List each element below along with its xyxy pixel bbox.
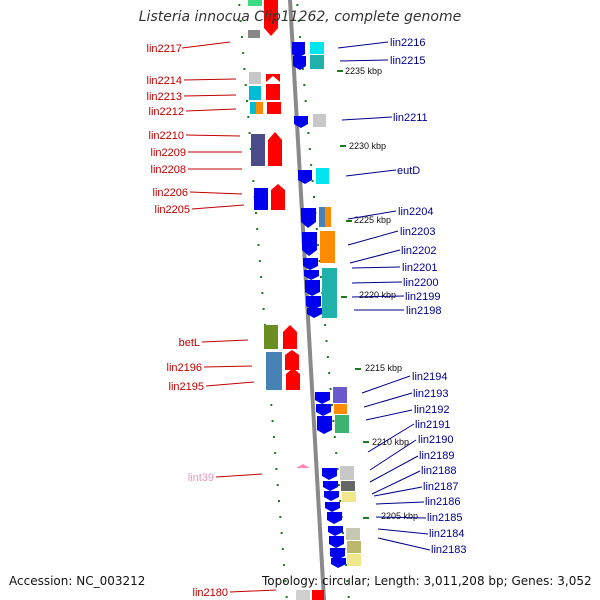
map-title: Listeria innocua Clip11262, complete gen… <box>138 9 462 25</box>
right-gene-label: lin2191 <box>415 419 450 431</box>
right-gene-label: lin2186 <box>425 496 460 508</box>
left-gene-label: lin2205 <box>155 204 190 216</box>
right-gene-label: lin2190 <box>418 434 453 446</box>
right-gene-label: lin2204 <box>398 206 433 218</box>
left-gene-label: lin2208 <box>151 164 186 176</box>
right-gene-label: lin2203 <box>400 226 435 238</box>
cds-arrows-minus <box>264 0 324 600</box>
right-gene-label: lin2216 <box>390 37 425 49</box>
right-gene-label: eutD <box>397 165 420 177</box>
left-gene-label: lin2212 <box>149 106 184 118</box>
right-gene-label: lin2192 <box>414 404 449 416</box>
right-gene-label: lin2183 <box>431 544 466 556</box>
scale-tick-2210: 2210 kbp <box>372 437 409 447</box>
right-gene-label: lin2184 <box>429 528 464 540</box>
left-gene-label: lin2209 <box>151 147 186 159</box>
scale-tick-2225: 2225 kbp <box>354 215 391 225</box>
left-gene-label: lin2213 <box>147 91 182 103</box>
right-gene-label: lin2199 <box>405 291 440 303</box>
left-gene-label: lin2217 <box>147 43 182 55</box>
cds-arrows-plus <box>292 42 346 568</box>
right-gene-label: lin2187 <box>423 481 458 493</box>
right-gene-label: lin2189 <box>419 450 454 462</box>
topology-text: Topology: circular; Length: 3,011,208 bp… <box>262 574 592 588</box>
right-gene-label: lin2185 <box>427 512 462 524</box>
left-gene-label: lin2195 <box>169 381 204 393</box>
right-gene-labels: lin2216 lin2215 lin2211 eutD lin2204 lin… <box>337 37 466 556</box>
right-gene-label: lin2198 <box>406 305 441 317</box>
right-gene-label: lin2202 <box>401 245 436 257</box>
left-gene-label: lin2210 <box>149 130 184 142</box>
left-gene-labels: lin2217 lin2214 lin2213 lin2212 lin2210 … <box>147 41 277 599</box>
scale-tick-2220: 2220 kbp <box>359 290 396 300</box>
left-gene-label: betL <box>179 337 200 349</box>
scale-tick-2205: 2205 kbp <box>381 511 418 521</box>
right-gene-label: lin2200 <box>403 277 438 289</box>
right-gene-label: lin2194 <box>412 371 447 383</box>
right-gene-label: lin2188 <box>421 465 456 477</box>
left-gene-label: lint39 <box>188 472 214 484</box>
accession-text: Accession: NC_003212 <box>9 574 146 588</box>
left-gene-label: lin2196 <box>167 362 202 374</box>
right-gene-label: lin2201 <box>402 262 437 274</box>
scale-tick-labels: 2235 kbp 2230 kbp 2225 kbp 2220 kbp 2215… <box>345 66 418 521</box>
left-gene-label: lin2206 <box>153 187 188 199</box>
scale-tick-marks <box>337 70 369 519</box>
left-gene-label: lin2180 <box>193 587 228 599</box>
right-gene-label: lin2215 <box>390 55 425 67</box>
cog-boxes <box>248 0 361 600</box>
right-gene-label: lin2211 <box>393 112 428 124</box>
right-gene-label: lin2193 <box>413 388 448 400</box>
scale-tick-2235: 2235 kbp <box>345 66 382 76</box>
scale-tick-2215: 2215 kbp <box>365 363 402 373</box>
scale-tick-2230: 2230 kbp <box>349 141 386 151</box>
left-gene-label: lin2214 <box>147 75 182 87</box>
